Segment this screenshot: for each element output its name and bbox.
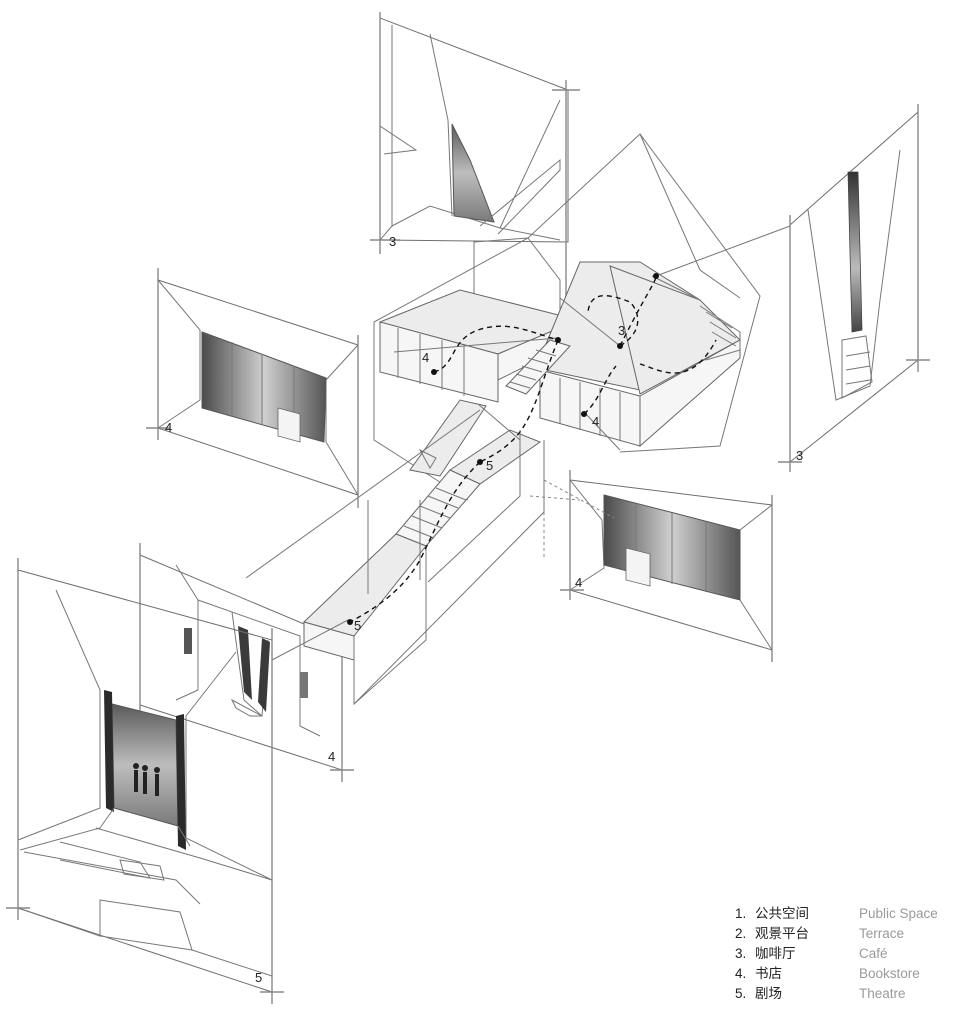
legend-chinese-label: 剧场 bbox=[755, 986, 782, 1001]
legend-chinese-label: 书店 bbox=[755, 966, 782, 981]
legend-item-bookstore: 4. 书店 Bookstore bbox=[735, 964, 957, 984]
view-panel-left-bookstore bbox=[146, 268, 359, 508]
legend-number: 3. bbox=[735, 946, 747, 961]
legend-item-terrace: 2. 观景平台 Terrace bbox=[735, 924, 957, 944]
callout-labels: 3 3 4 4 4 5 3 4 4 5 5 bbox=[165, 234, 803, 985]
people-silhouettes bbox=[133, 763, 160, 796]
legend-english-label: Public Space bbox=[859, 906, 938, 921]
callout-right-cafe: 3 bbox=[796, 448, 803, 463]
callout-plan-theatre-a: 5 bbox=[486, 458, 493, 473]
legend-item-cafe: 3. 咖啡厅 Café bbox=[735, 944, 957, 964]
legend-item-public-space: 1. 公共空间 Public Space bbox=[735, 904, 957, 924]
view-panel-mid-bookstore bbox=[139, 543, 354, 782]
legend-chinese-label: 公共空间 bbox=[755, 906, 809, 921]
callout-plan-cafe: 3 bbox=[618, 323, 625, 338]
legend-english-label: Bookstore bbox=[859, 966, 920, 981]
legend-item-theatre: 5. 剧场 Theatre bbox=[735, 984, 957, 1004]
view-panel-theatre bbox=[6, 558, 284, 1004]
legend: 1. 公共空间 Public Space 2. 观景平台 Terrace 3. 咖啡厅 Ca… bbox=[735, 904, 957, 1004]
callout-left-bookstore: 4 bbox=[165, 420, 172, 435]
callout-plan-bookstore-b: 4 bbox=[592, 414, 599, 429]
building-axonometric bbox=[245, 133, 791, 706]
callout-right-bookstore: 4 bbox=[575, 575, 582, 590]
legend-number: 1. bbox=[735, 906, 747, 921]
legend-chinese-label: 观景平台 bbox=[755, 926, 809, 941]
legend-english-label: Theatre bbox=[859, 986, 906, 1001]
legend-english-label: Café bbox=[859, 946, 888, 961]
callout-plan-theatre-b: 5 bbox=[354, 618, 361, 633]
callout-plan-bookstore-a: 4 bbox=[422, 350, 429, 365]
legend-number: 4. bbox=[735, 966, 747, 981]
view-panel-top-cafe bbox=[370, 12, 580, 340]
callout-mid-bookstore: 4 bbox=[328, 749, 335, 764]
legend-chinese-label: 咖啡厅 bbox=[755, 946, 796, 961]
view-panel-right-bookstore bbox=[560, 470, 773, 662]
callout-theatre-view: 5 bbox=[255, 970, 262, 985]
legend-english-label: Terrace bbox=[859, 926, 905, 941]
legend-number: 2. bbox=[735, 926, 747, 941]
legend-number: 5. bbox=[735, 986, 747, 1001]
view-panel-right-cafe bbox=[778, 104, 930, 472]
callout-top-cafe: 3 bbox=[389, 234, 396, 249]
